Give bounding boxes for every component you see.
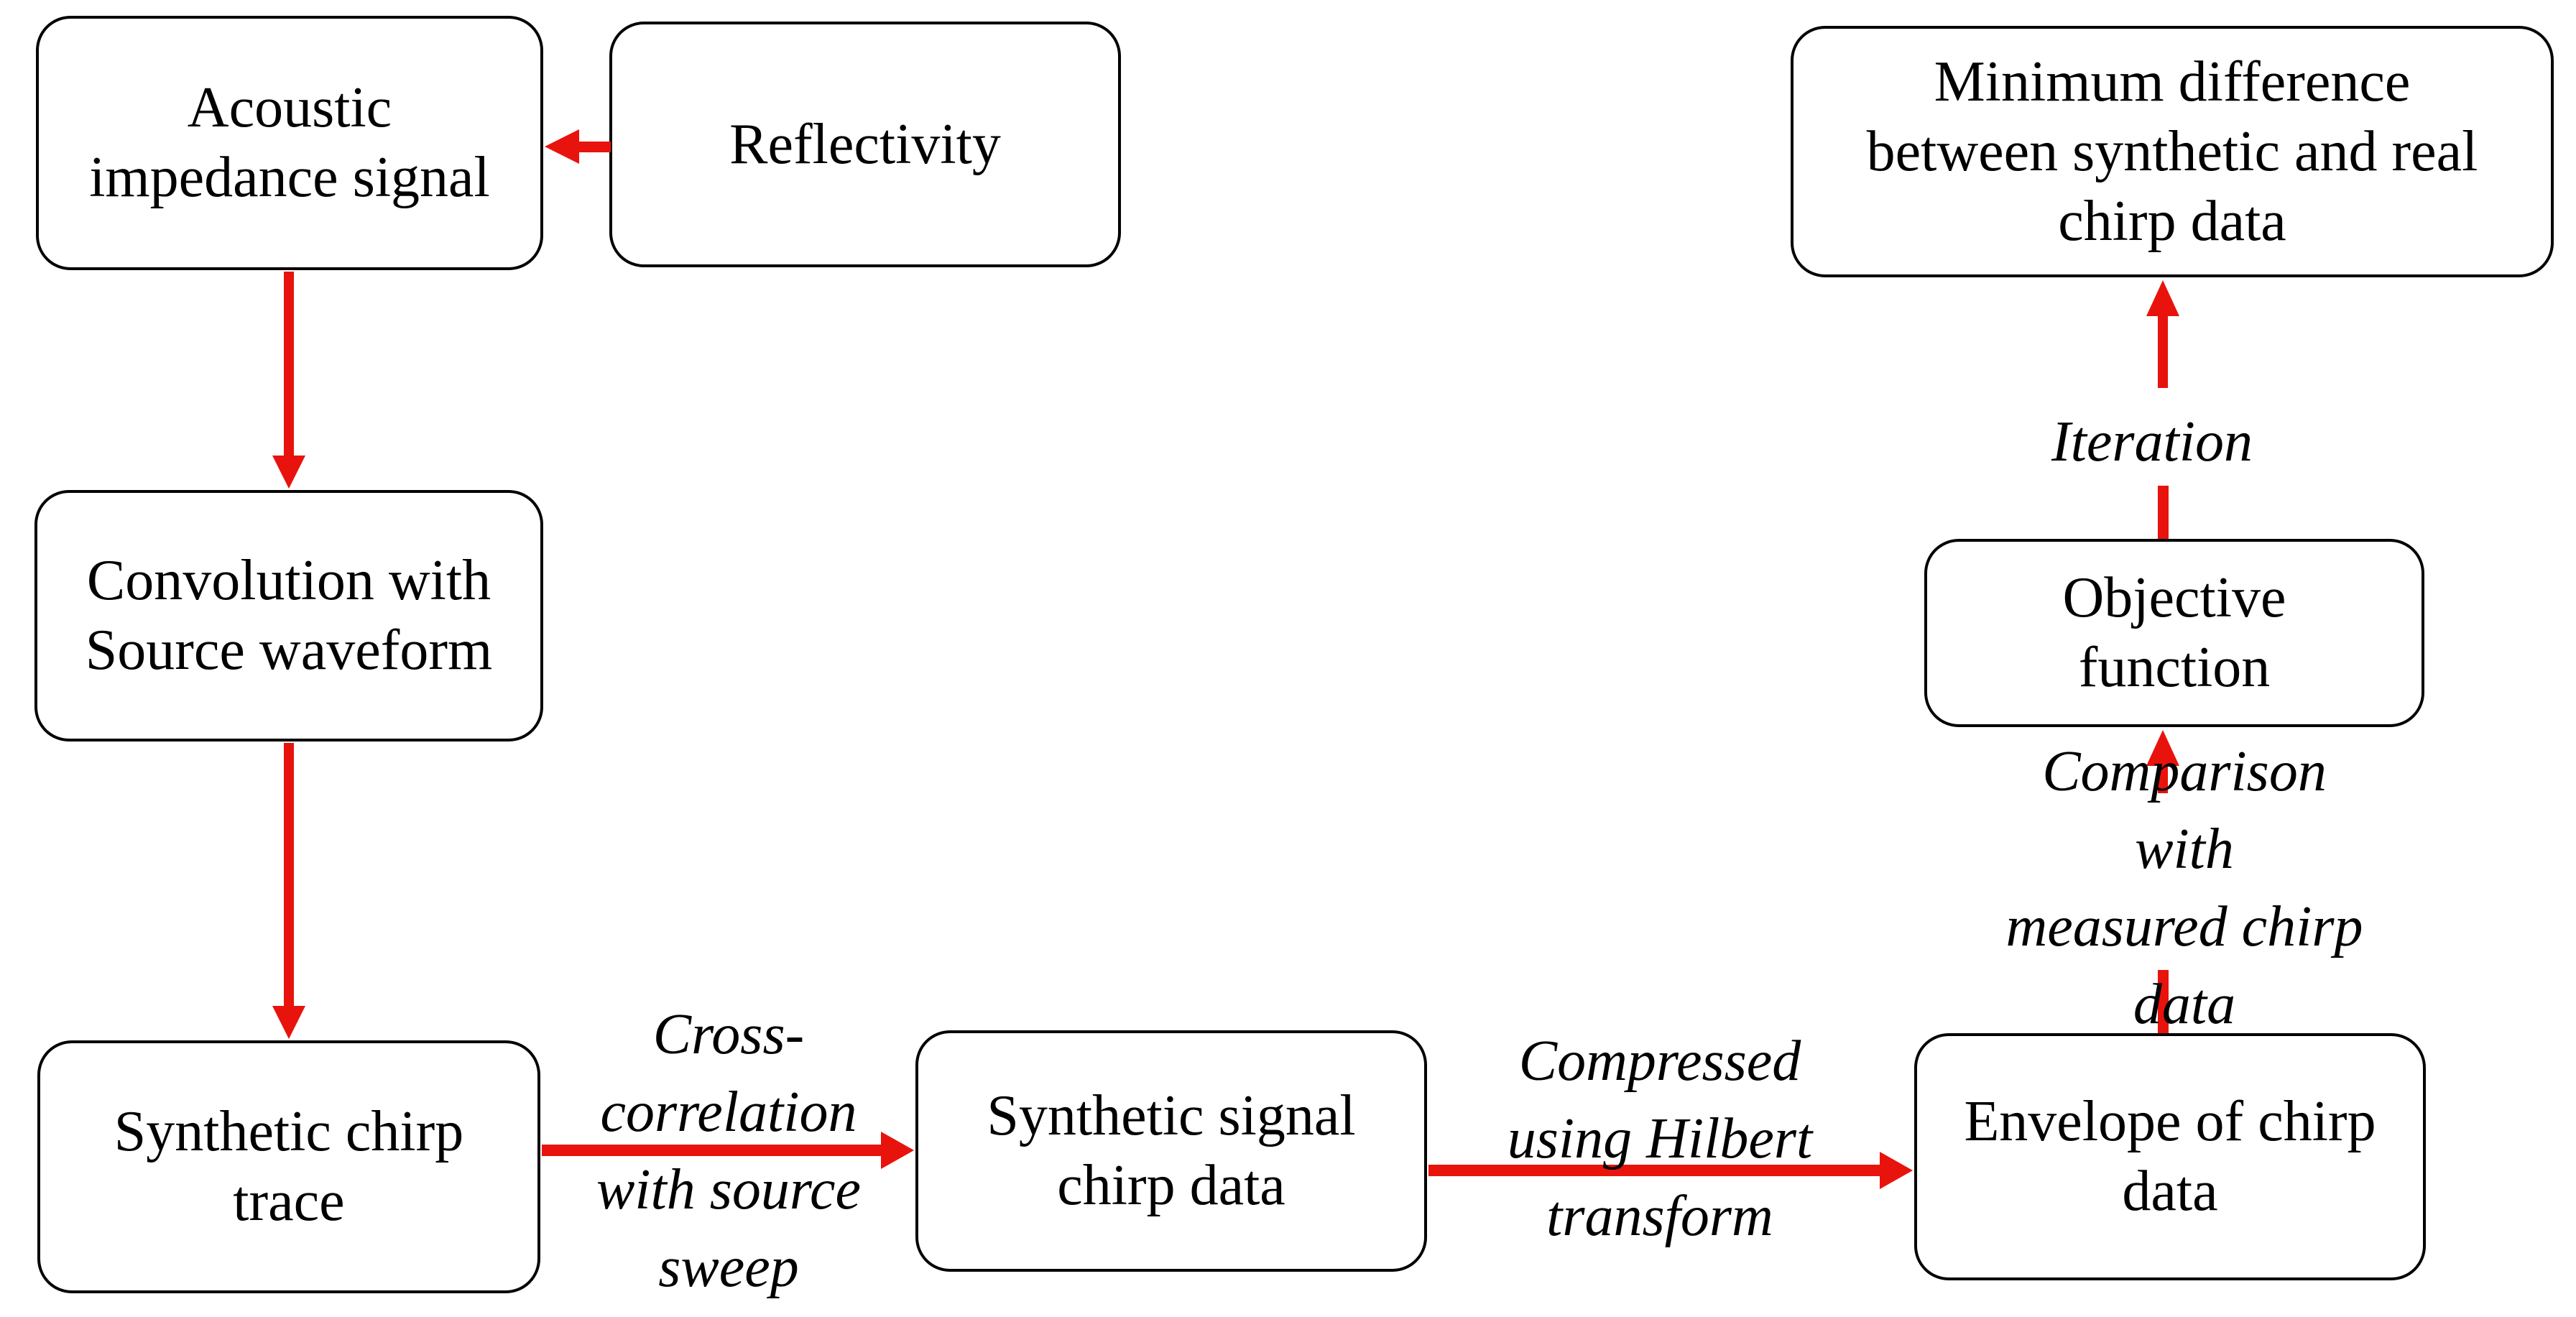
edge-label-compressed-hilbert: Compressed using Hilbert transform	[1507, 1030, 1813, 1248]
arrowhead-down-icon	[272, 456, 305, 489]
box-objective-function: Objective function	[1924, 539, 2424, 727]
arrow-envelope-to-objective-icon	[2146, 730, 2179, 793]
arrow-envelope-to-objective-tail-icon	[2158, 970, 2169, 1033]
arrow-objective-to-minimum-icon	[2146, 280, 2179, 388]
edge-label-cross-correlation: Cross- correlation with source sweep	[596, 1003, 862, 1299]
arrow-objective-to-minimum-tail-icon	[2158, 486, 2169, 539]
box-acoustic-impedance-signal: Acoustic impedance signal	[36, 16, 543, 270]
arrowhead-down-icon	[272, 1006, 305, 1039]
arrowhead-left-icon	[545, 129, 579, 164]
box-envelope-of-chirp-data: Envelope of chirp data	[1914, 1033, 2426, 1280]
edge-label-iteration: Iteration	[2051, 410, 2253, 473]
edge-label-comparison-measured: Comparison with measured chirp data	[2005, 740, 2363, 1036]
arrow-shaft	[542, 1145, 881, 1156]
arrow-shaft	[1428, 1165, 1880, 1176]
arrow-shaft	[579, 142, 611, 152]
arrow-reflectivity-to-acoustic-icon	[545, 129, 611, 164]
arrow-signal-data-to-envelope-icon	[1428, 1152, 1913, 1189]
arrowhead-right-icon	[881, 1132, 914, 1169]
arrow-trace-to-signal-data-icon	[542, 1132, 914, 1169]
arrowhead-up-icon	[2146, 280, 2179, 316]
arrow-shaft	[284, 272, 294, 456]
arrow-convolution-to-trace-icon	[272, 743, 305, 1039]
arrow-acoustic-to-convolution-icon	[272, 272, 305, 489]
arrow-shaft	[284, 743, 294, 1006]
box-synthetic-signal-chirp-data: Synthetic signal chirp data	[915, 1030, 1427, 1272]
arrow-shaft	[2158, 766, 2168, 793]
arrowhead-right-icon	[1880, 1152, 1913, 1189]
arrowhead-up-icon	[2146, 730, 2179, 766]
box-synthetic-chirp-trace: Synthetic chirp trace	[37, 1040, 540, 1293]
box-reflectivity: Reflectivity	[609, 22, 1121, 267]
box-convolution-source-waveform: Convolution with Source waveform	[34, 490, 543, 741]
box-minimum-difference: Minimum difference between synthetic and…	[1791, 26, 2554, 277]
arrow-shaft	[2158, 316, 2168, 388]
